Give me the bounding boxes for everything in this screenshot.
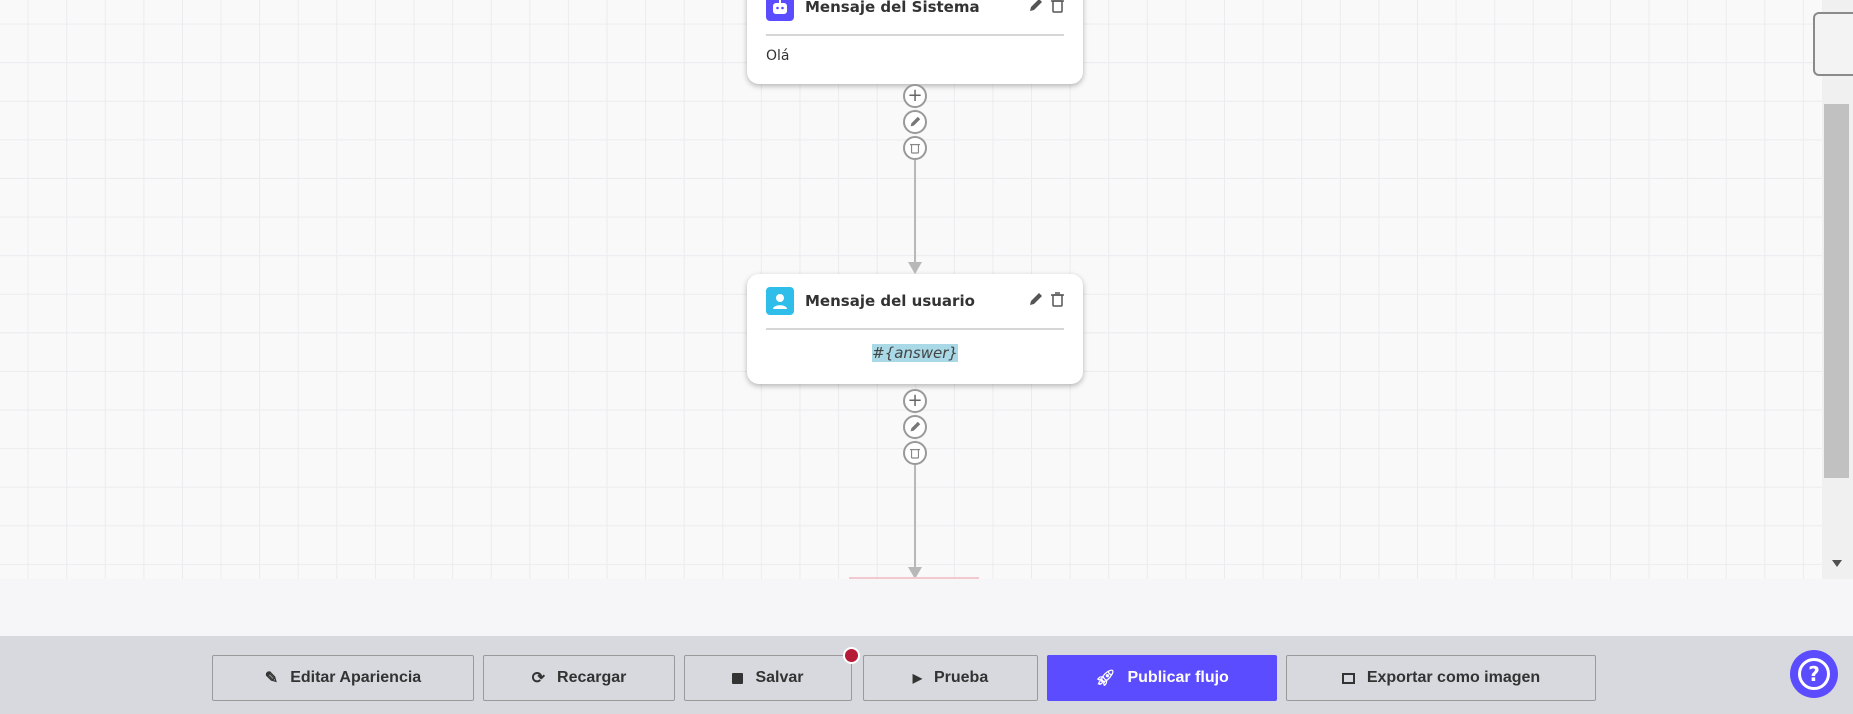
arrow-icon <box>908 262 922 274</box>
floppy-icon <box>732 672 744 684</box>
node-user-message[interactable]: Mensaje del usuario #{answer} <box>747 274 1083 384</box>
publish-flow-button[interactable]: 🚀︎ Publicar flujo <box>1047 655 1277 701</box>
edit-connection-button[interactable] <box>903 110 927 134</box>
scroll-down-arrow-icon[interactable] <box>1832 560 1842 567</box>
trash-icon[interactable] <box>1051 0 1064 17</box>
node-system-message[interactable]: Mensaje del Sistema Olá <box>747 0 1083 84</box>
pencil-icon[interactable] <box>1028 0 1043 17</box>
button-label: Publicar flujo <box>1127 669 1229 686</box>
button-label: Salvar <box>755 669 804 686</box>
button-label: Exportar como imagen <box>1366 669 1541 686</box>
rocket-icon: 🚀︎ <box>1095 670 1116 687</box>
pencil-icon[interactable] <box>1028 292 1043 311</box>
connector-line <box>914 160 916 264</box>
trash-icon[interactable] <box>1051 291 1064 311</box>
plus-icon: + <box>907 390 923 411</box>
node-title: Mensaje del Sistema <box>805 0 980 16</box>
edit-appearance-button[interactable]: ✎ Editar Apariencia <box>212 655 474 701</box>
delete-connection-button[interactable] <box>903 136 927 160</box>
button-label: Editar Apariencia <box>290 669 422 686</box>
refresh-icon: ⟳ <box>531 670 546 687</box>
node-title: Mensaje del usuario <box>805 292 975 310</box>
test-button[interactable]: ▶ Prueba <box>863 655 1038 701</box>
user-icon <box>766 287 794 315</box>
plus-icon: + <box>907 85 923 106</box>
scrollbar-thumb[interactable] <box>1824 104 1849 478</box>
edit-connection-button[interactable] <box>903 415 927 439</box>
flow-canvas[interactable]: Mensaje del Sistema Olá + Mensaje del us… <box>0 0 1822 579</box>
button-label: Recargar <box>557 669 627 686</box>
edit-icon: ✎ <box>264 670 279 687</box>
arrow-icon <box>908 567 922 579</box>
trash-icon <box>910 143 920 154</box>
pencil-icon <box>910 421 921 432</box>
add-node-button[interactable]: + <box>903 84 927 108</box>
play-icon: ▶ <box>912 671 922 685</box>
node-body: Olá <box>766 48 790 64</box>
minimap[interactable] <box>1813 12 1853 76</box>
image-icon <box>1341 672 1355 684</box>
reload-button[interactable]: ⟳ Recargar <box>483 655 675 701</box>
unsaved-changes-indicator <box>843 647 860 664</box>
export-image-button[interactable]: Exportar como imagen <box>1286 655 1596 701</box>
node-body: #{answer} <box>872 344 958 362</box>
robot-icon <box>766 0 794 21</box>
next-node-edge <box>849 577 979 579</box>
button-label: Prueba <box>933 669 989 686</box>
delete-connection-button[interactable] <box>903 441 927 465</box>
add-node-button[interactable]: + <box>903 389 927 413</box>
save-button[interactable]: Salvar <box>684 655 852 701</box>
trash-icon <box>910 448 920 459</box>
pencil-icon <box>910 116 921 127</box>
help-button[interactable]: ? <box>1790 650 1838 698</box>
question-icon: ? <box>1798 658 1830 690</box>
connector-line <box>914 465 916 569</box>
